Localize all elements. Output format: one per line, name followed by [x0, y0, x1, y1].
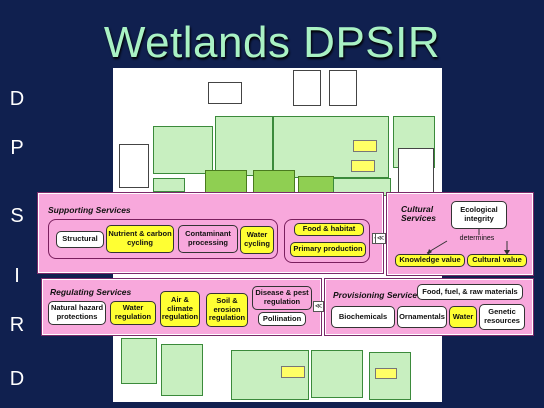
food-fuel-box: Food, fuel, & raw materials: [417, 284, 523, 300]
cultural-services-title-line1: Cultural: [401, 204, 434, 214]
diagram-node: [281, 366, 305, 378]
regulating-services-title: Regulating Services: [50, 287, 132, 297]
food-production-frame: [284, 219, 370, 263]
air-climate-box: Air & climate regulation: [160, 291, 200, 327]
genetic-resources-box: Genetic resources: [479, 304, 525, 330]
water-cycling-box: Water cycling: [240, 226, 274, 254]
letter-drivers-bottom: D: [9, 368, 25, 390]
letter-responses: R: [9, 314, 25, 336]
supporting-frame: [48, 219, 278, 259]
slide-title: Wetlands DPSIR: [103, 18, 441, 67]
ornamentals-box: Ornamentals: [397, 306, 447, 328]
contaminant-box: Contaminant processing: [178, 225, 238, 253]
expand-arrow-icon[interactable]: ≪: [313, 301, 324, 312]
natural-hazard-box: Natural hazard protections: [48, 301, 106, 325]
cultural-services-title-line2: Services: [401, 213, 436, 223]
water-box: Water: [449, 306, 477, 328]
diagram-node: [375, 368, 397, 379]
cultural-services-panel: Cultural Services Ecological integrity d…: [375, 192, 534, 276]
diagram-node: [311, 350, 363, 398]
diagram-node: [329, 70, 357, 106]
soil-erosion-box: Soil & erosion regulation: [206, 293, 248, 327]
diagram-node: [351, 160, 375, 172]
disease-pest-box: Disease & pest regulation: [252, 286, 312, 310]
determines-label: determines: [459, 235, 495, 242]
supporting-services-title: Supporting Services: [48, 205, 131, 215]
diagram-node: [353, 140, 377, 152]
primary-production-box: Primary production: [290, 242, 366, 257]
food-habitat-box: Food & habitat: [294, 223, 364, 236]
letter-impacts: I: [14, 265, 20, 287]
diagram-node: [153, 126, 213, 174]
expand-arrow-icon[interactable]: ≪: [375, 233, 386, 244]
provisioning-services-panel: Provisioning Services Food, fuel, & raw …: [313, 278, 534, 336]
diagram-node: [205, 170, 247, 196]
diagram-node: [121, 338, 157, 384]
diagram-node: [119, 144, 149, 188]
letter-pressures: P: [10, 137, 24, 159]
pollination-box: Pollination: [258, 312, 306, 326]
cultural-value-box: Cultural value: [467, 254, 527, 267]
biochemicals-box: Biochemicals: [331, 306, 395, 328]
regulating-services-panel: Regulating Services Natural hazard prote…: [41, 278, 322, 336]
diagram-node: [215, 116, 273, 176]
diagram-node: [161, 344, 203, 396]
knowledge-value-box: Knowledge value: [395, 254, 465, 267]
letter-drivers: D: [9, 88, 25, 110]
determines-arrows: [426, 229, 510, 255]
diagram-node: [153, 178, 185, 192]
letter-state: S: [10, 205, 24, 227]
structural-box: Structural: [56, 231, 104, 248]
nutrient-carbon-box: Nutrient & carbon cycling: [106, 225, 174, 253]
diagram-node: [208, 82, 242, 104]
diagram-node: [293, 70, 321, 106]
water-regulation-box: Water regulation: [110, 301, 156, 325]
supporting-services-panel: Supporting Services Structural Nutrient …: [37, 192, 384, 274]
diagram-node: [398, 148, 434, 194]
provisioning-services-title: Provisioning Services: [333, 290, 422, 300]
ecological-integrity-box: Ecological integrity: [451, 201, 507, 229]
